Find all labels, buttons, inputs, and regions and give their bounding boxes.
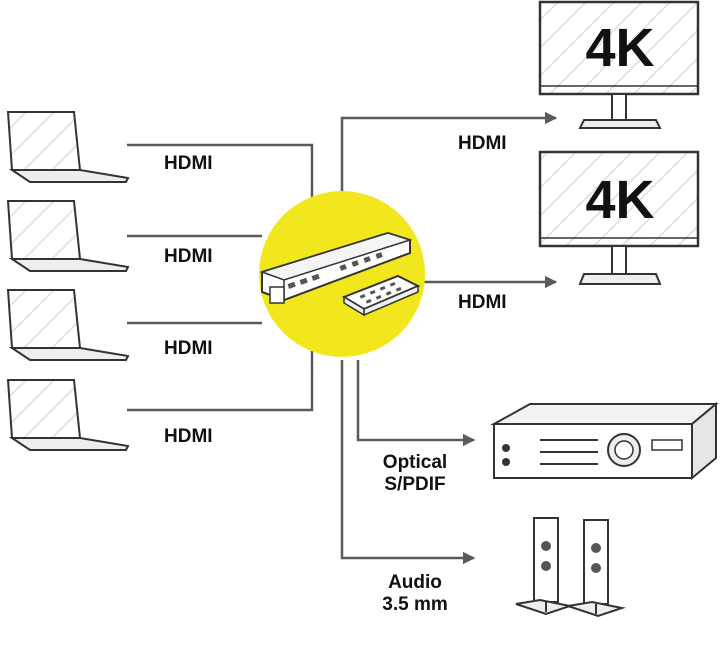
monitor-bottom-screen-text: 4K — [585, 170, 654, 230]
monitor-top-screen-text: 4K — [585, 18, 654, 78]
matrix-switch-icon — [259, 231, 413, 304]
input-2-label: HDMI — [164, 246, 213, 267]
audio-label-line1: Audio — [388, 572, 442, 593]
speaker-icon — [567, 519, 626, 618]
monitor-top-cable-label: HDMI — [458, 133, 507, 154]
laptop-icon — [6, 200, 130, 272]
input-3-label: HDMI — [164, 338, 213, 359]
input-1-label: HDMI — [164, 153, 213, 174]
output-connection-lines — [340, 111, 558, 565]
laptop-icon — [6, 289, 130, 361]
monitor-bottom-cable-label: HDMI — [458, 292, 507, 313]
remote-control-icon — [341, 274, 421, 317]
laptop-icon — [6, 111, 130, 183]
audio-label-line2: 3.5 mm — [382, 594, 448, 615]
speaker-icon — [515, 517, 574, 616]
input-connection-lines — [127, 143, 314, 412]
monitor-icon: 4K — [538, 0, 700, 129]
optical-label-line2: S/PDIF — [384, 474, 446, 495]
monitor-icon: 4K — [538, 150, 700, 285]
av-receiver-icon — [490, 401, 719, 481]
input-4-label: HDMI — [164, 426, 213, 447]
optical-label-line1: Optical — [382, 452, 448, 473]
laptop-icon — [6, 379, 130, 451]
